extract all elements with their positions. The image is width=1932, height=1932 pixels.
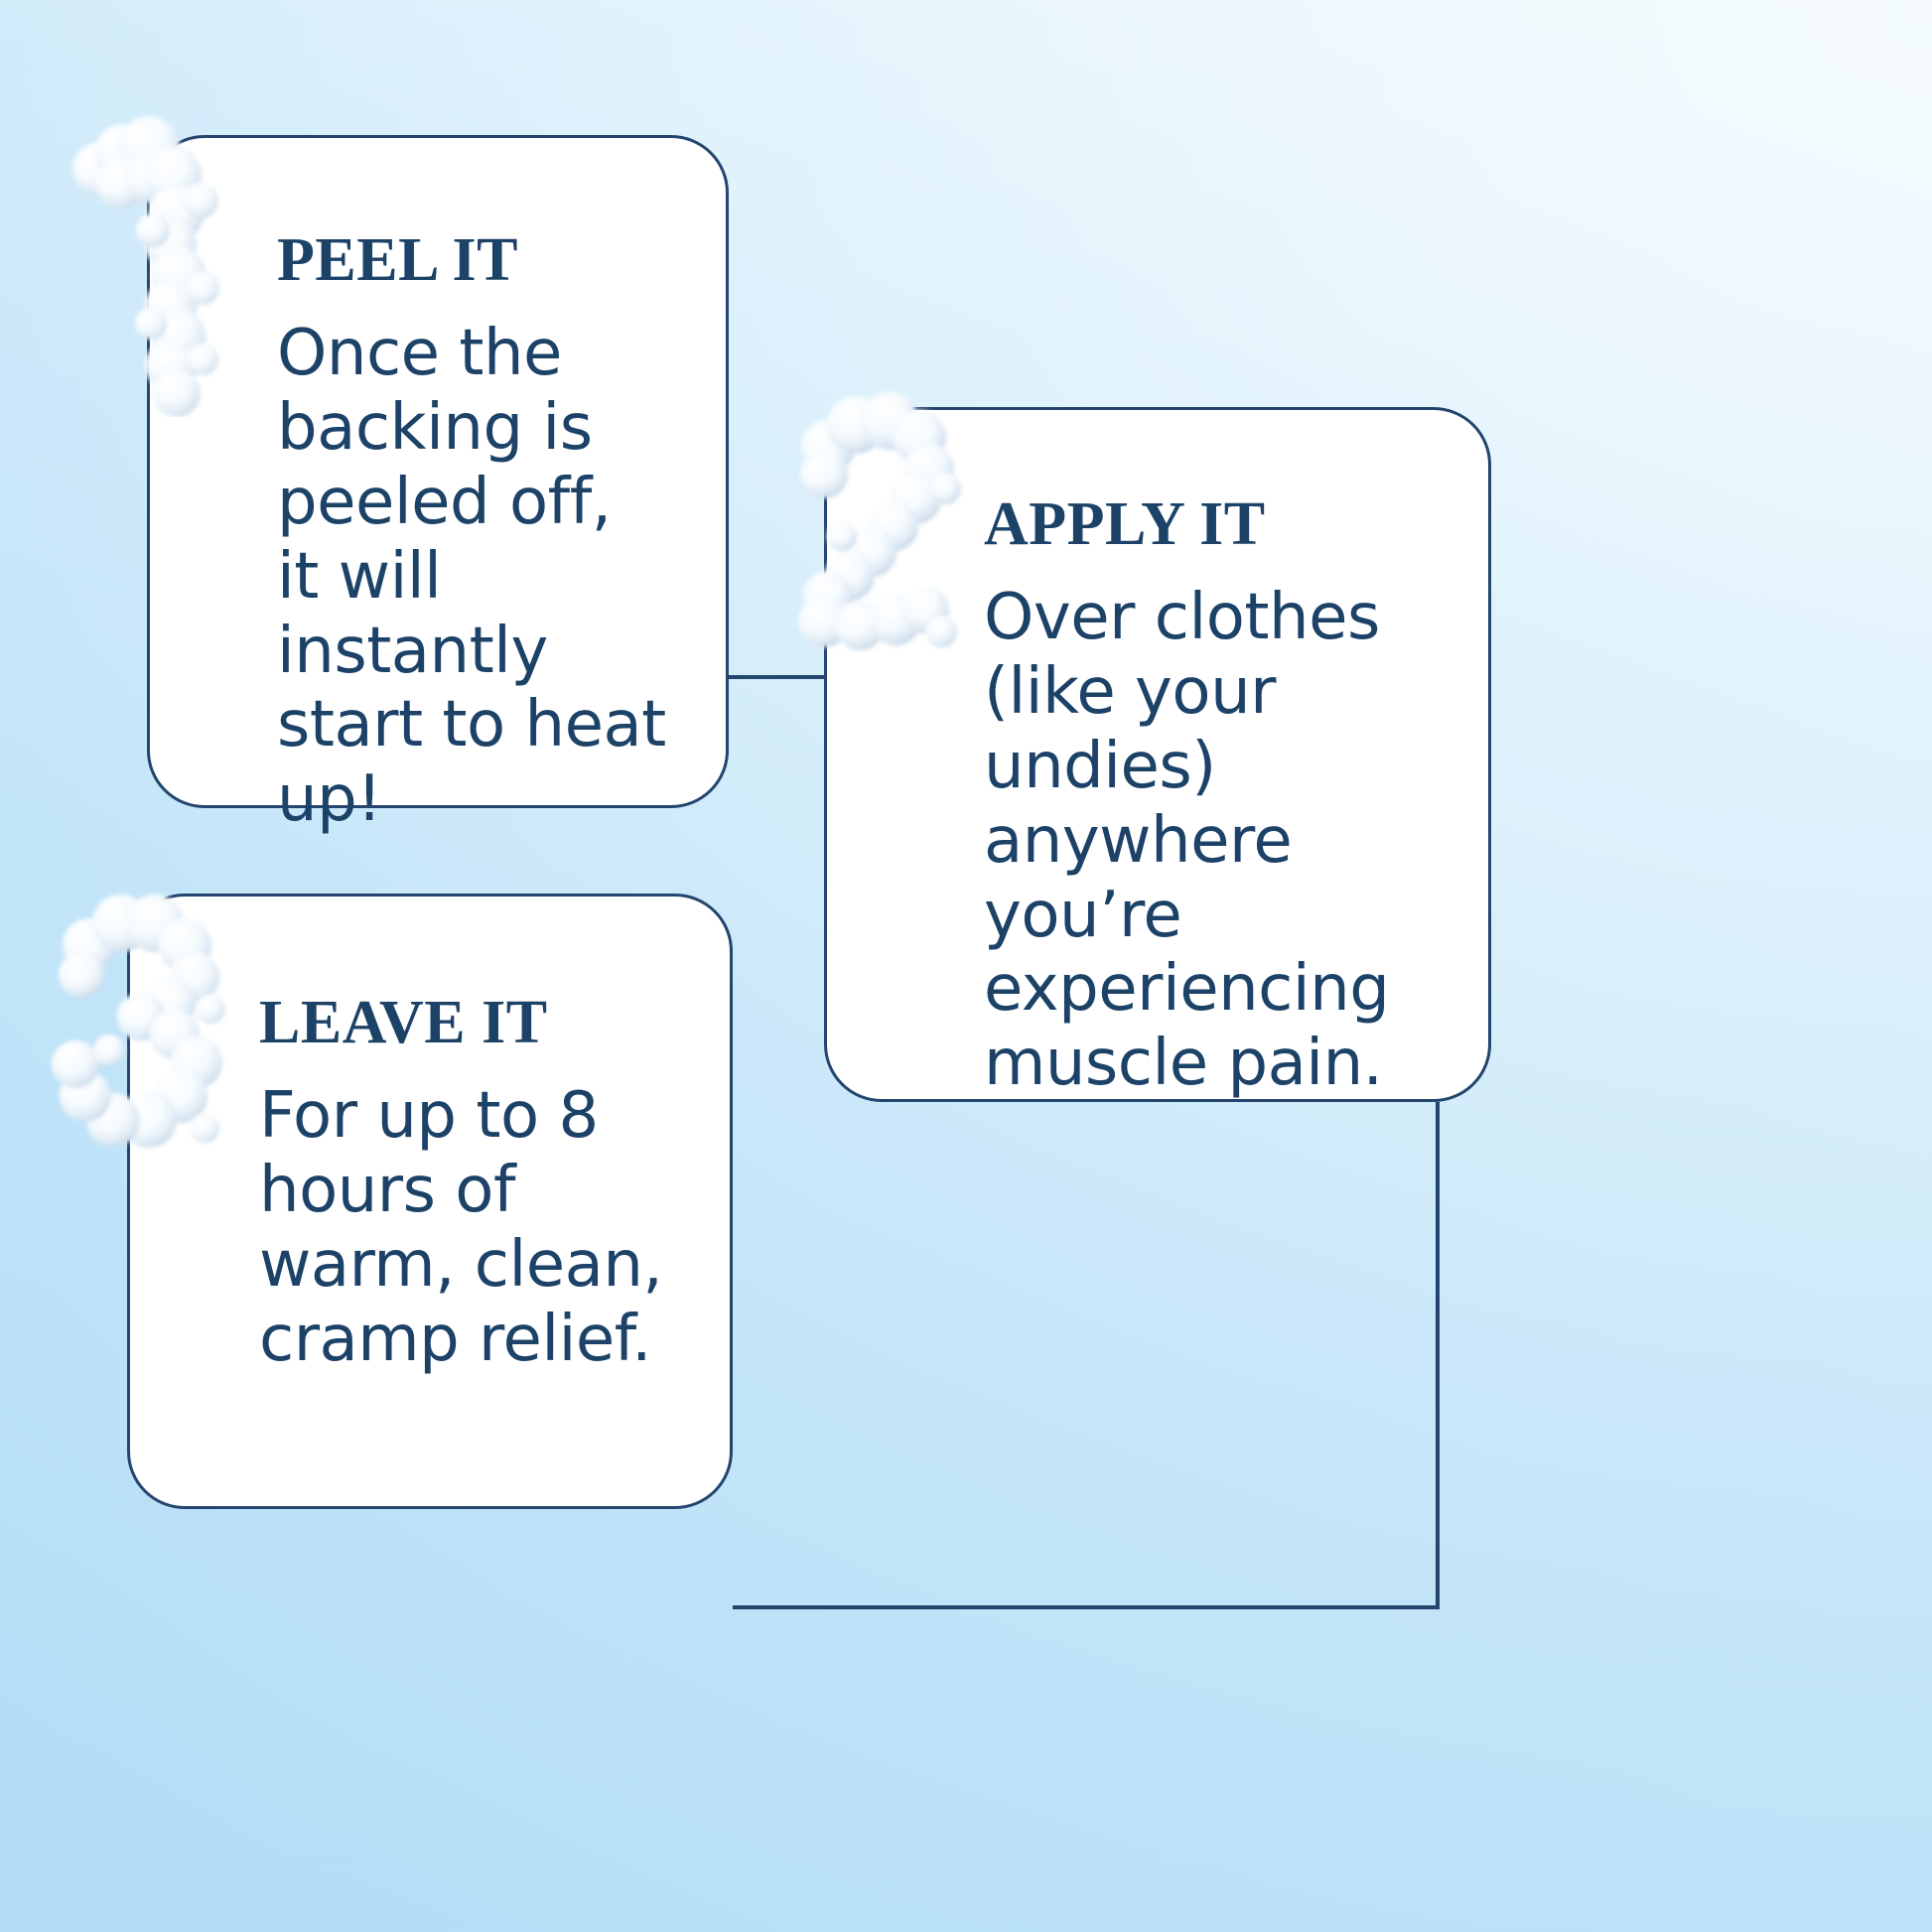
step-card-3: LEAVE IT For up to 8 hours of warm, clea… [127,894,733,1509]
step-card-2-content: APPLY IT Over clothes (like your undies)… [827,493,1488,1101]
step-card-2: APPLY IT Over clothes (like your undies)… [824,407,1491,1102]
step-card-1-content: PEEL IT Once the backing is peeled off, … [150,229,726,837]
step-card-3-title: LEAVE IT [259,989,548,1056]
step-card-1: PEEL IT Once the backing is peeled off, … [147,135,729,836]
connector-step2-to-step3 [733,1102,1440,1609]
step-card-1-title: PEEL IT [277,226,518,294]
step-card-3-content: LEAVE IT For up to 8 hours of warm, clea… [130,992,730,1377]
step-card-3-body: For up to 8 hours of warm, clean, cramp … [259,1079,663,1376]
step-card-2-title: APPLY IT [984,490,1266,558]
step-card-1-body: Once the backing is peeled off, it will … [277,317,666,837]
step-card-2-body: Over clothes (like your undies) anywhere… [984,581,1390,1101]
